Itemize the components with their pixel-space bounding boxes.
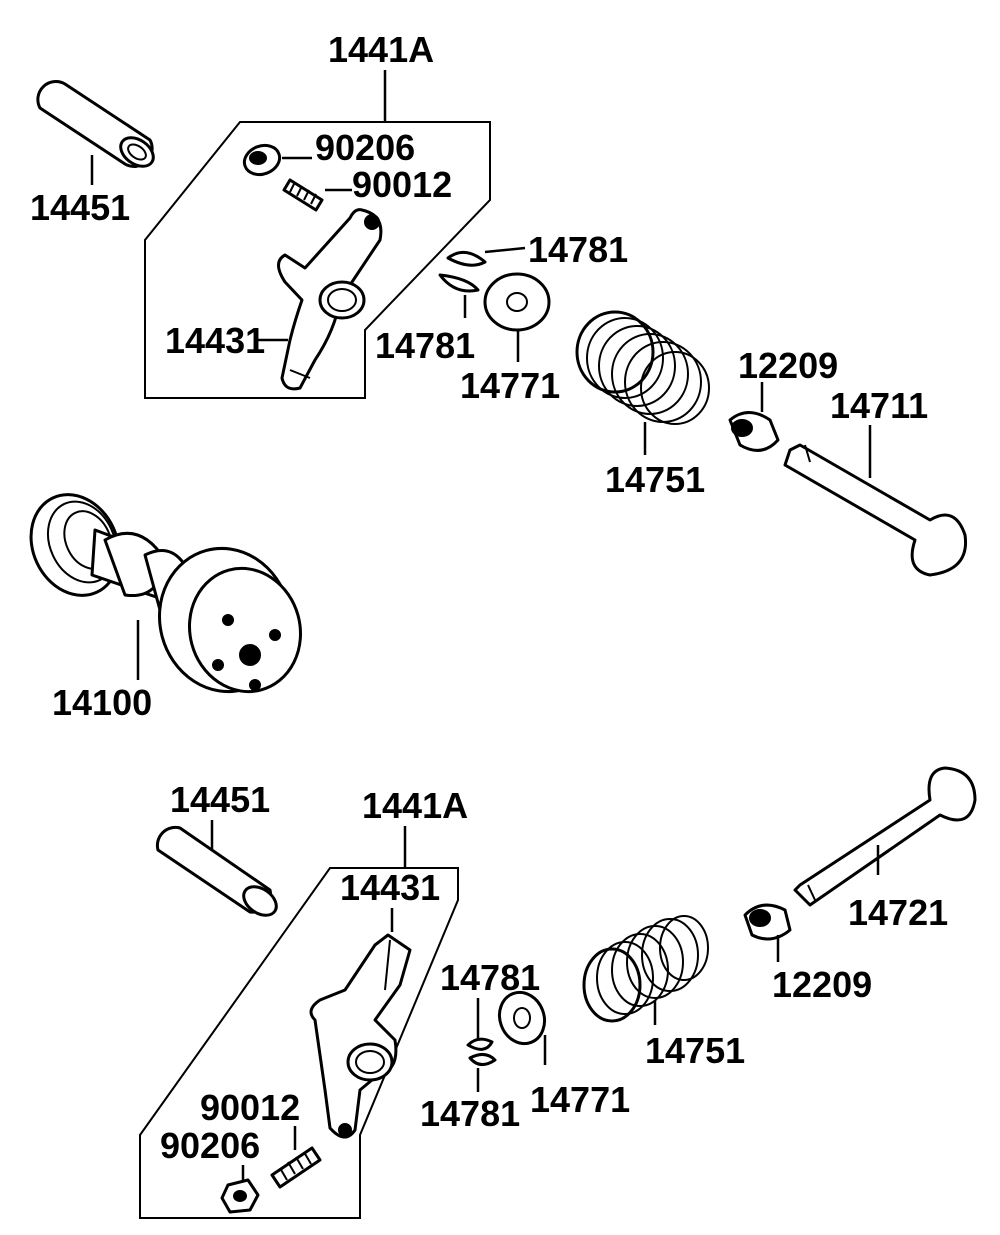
label-14771-bottom: 14771 [530, 1079, 630, 1120]
label-14431-bottom: 14431 [340, 867, 440, 908]
label-90206-bottom: 90206 [160, 1125, 260, 1166]
valve-cotter-bottom-b [468, 1053, 497, 1066]
label-14100: 14100 [52, 682, 152, 723]
adjusting-screw-bottom [270, 1146, 322, 1189]
label-90012-bottom: 90012 [200, 1087, 300, 1128]
lock-nut-top [242, 143, 282, 177]
label-1441A-top: 1441A [328, 29, 434, 70]
spring-retainer-top [483, 272, 551, 332]
rocker-shaft-bottom [155, 825, 278, 917]
lock-nut-bottom [220, 1178, 260, 1214]
valve-seal-bottom [743, 903, 792, 941]
rocker-assembly-box-top [144, 121, 491, 399]
label-14751-top: 14751 [605, 459, 705, 500]
label-14711-top: 14711 [830, 385, 928, 426]
spring-retainer-bottom [497, 990, 547, 1046]
valve-spring-bottom [582, 915, 709, 1023]
rocker-arm-bottom [309, 933, 412, 1139]
label-14781-top-b: 14781 [375, 325, 475, 366]
label-12209-bottom: 12209 [772, 964, 872, 1005]
label-1441A-bottom: 1441A [362, 785, 468, 826]
label-14781-top-a: 14781 [528, 229, 628, 270]
label-14781-bottom-a: 14781 [440, 957, 540, 998]
intake-valve-top [783, 443, 968, 577]
adjusting-screw-top [282, 178, 324, 212]
label-12209-top: 12209 [738, 345, 838, 386]
label-14721-bottom: 14721 [848, 892, 948, 933]
label-14751-bottom: 14751 [645, 1030, 745, 1071]
label-90206-top: 90206 [315, 127, 415, 168]
valve-cotter-top-b [438, 273, 480, 293]
label-14451-top: 14451 [30, 187, 130, 228]
camshaft [29, 493, 302, 694]
rocker-shaft-top [36, 80, 155, 168]
valve-spring-top [575, 310, 710, 425]
valve-cotter-bottom-a [466, 1037, 494, 1051]
rocker-assembly-box-bottom [139, 867, 459, 1219]
label-14771-top: 14771 [460, 365, 560, 406]
rocker-arm-top [277, 208, 383, 391]
valve-cotter-top-a [446, 250, 487, 267]
label-90012-top: 90012 [352, 164, 452, 205]
exhaust-valve-bottom [793, 766, 977, 907]
label-14781-bottom-b: 14781 [420, 1093, 520, 1134]
valve-seal-top [728, 411, 780, 452]
label-14451-bottom: 14451 [170, 779, 270, 820]
label-14431-top: 14431 [165, 320, 265, 361]
leader-14781-top-a [484, 246, 526, 254]
